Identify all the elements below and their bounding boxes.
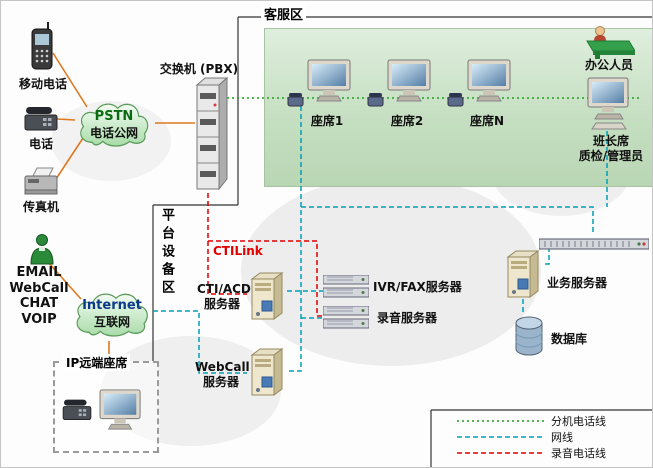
database-label: 数据库 [551,332,588,346]
internet-title: Internet [82,298,142,313]
cloud-shape [80,103,149,147]
ivr-fax-label: IVR/FAX服务器 [373,280,462,294]
pstn-title: PSTN [94,109,134,124]
database-icon [513,315,545,361]
fax-label: 传真机 [22,200,59,214]
channel-voip: VOIP [21,311,57,327]
business-server-icon [503,249,543,303]
pstn-subtitle: 电话公网 [89,126,138,140]
agent2-monitor-icon [387,59,433,107]
pbx-switch-icon [193,75,229,197]
pbx-label: 交换机 (PBX) [159,62,239,76]
remote-monitor-icon [99,389,143,435]
cti-acd-server-icon [247,271,287,325]
ctilink-label: CTILink [213,244,263,258]
ivr-fax-rack-icon [322,274,370,303]
internet-cloud: Internet 互联网 [69,287,155,341]
recording-label: 录音服务器 [377,311,438,325]
cloud-shape [76,293,148,337]
telephone-label: 电话 [28,137,53,151]
telephone-icon [23,104,59,138]
cti-acd-label-line1: CTI/ACD [197,282,251,296]
person-icon [29,233,55,269]
pstn-cloud: PSTN 电话公网 [73,97,155,151]
mobile-phone-label: 移动电话 [18,77,67,91]
channel-chat: CHAT [19,296,59,312]
office-staff-label: 办公人员 [584,58,633,72]
agent2-phone-icon [367,91,385,111]
remote-agent-label: IP远端座席 [63,354,131,371]
channel-webcall: WebCall [9,280,69,296]
legend-network-label: 网线 [551,431,573,444]
legend-recording-label: 录音电话线 [551,447,606,460]
agent1-phone-icon [287,91,305,111]
recording-rack-icon [322,305,370,334]
service-area-panel [264,28,652,187]
agent1-label: 座席1 [310,114,344,128]
channel-list: EMAIL WebCall CHAT VOIP [3,265,75,327]
channel-email: EMAIL [16,265,62,280]
cti-acd-label-line2: 服务器 [203,297,240,311]
legend-extension-label: 分机电话线 [551,415,606,428]
webcall-label-line2: 服务器 [202,375,239,389]
webcall-label-line1: WebCall [195,360,250,374]
supervisor-label-line1: 班长席 [592,134,629,148]
webcall-server-icon [247,347,287,401]
mobile-phone-icon [27,21,57,77]
agent2-label: 座席2 [390,114,424,128]
remote-phone-icon [61,397,93,427]
agentN-label: 座席N [469,114,505,128]
platform-area-label: 平台设备区 [159,208,174,298]
legend-line-samples [457,420,545,454]
supervisor-label-line2: 质检/管理员 [578,149,644,163]
switch-strip-icon [538,235,650,254]
fax-icon [23,166,59,202]
supervisor-monitor-icon [587,77,631,135]
agentN-phone-icon [447,91,465,111]
business-server-label: 业务服务器 [547,276,608,290]
service-area-label: 客服区 [261,4,307,23]
internet-subtitle: 互联网 [93,315,130,329]
office-staff-icon [583,25,636,63]
agentN-monitor-icon [467,59,513,107]
agent1-monitor-icon [307,59,353,107]
